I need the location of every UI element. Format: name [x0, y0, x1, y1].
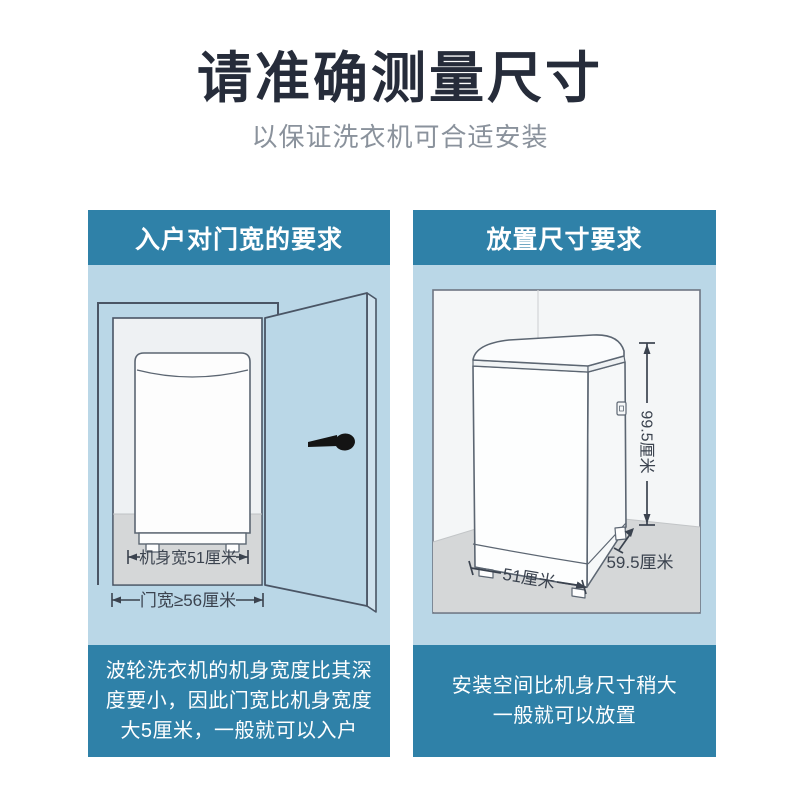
note-line: 度要小，因此门宽比机身宽度: [105, 690, 373, 712]
note-line: 一般就可以放置: [492, 705, 637, 727]
washer-side-valve-detail: [619, 405, 624, 412]
door-width-panel-title: 入户对门宽的要求: [88, 210, 390, 265]
note-line: 波轮洗衣机的机身宽度比其深: [105, 660, 373, 682]
door-face: [264, 292, 368, 607]
door-handle-knob: [335, 433, 355, 451]
washer-lid-seam: [136, 369, 249, 378]
washer-foot-right: [225, 543, 240, 553]
door-frame-outer: [97, 302, 279, 585]
washer-foot-left: [145, 543, 160, 553]
washer-foot-rear-right: [614, 526, 627, 541]
door-width-illustration: 机身宽51厘米 门宽≥56厘米: [88, 265, 390, 645]
washer-side-valve: [616, 401, 627, 416]
door-width-panel: 入户对门宽的要求: [88, 210, 390, 757]
door-handle-lever: [308, 435, 338, 447]
note-line: 安装空间比机身尺寸稍大: [451, 675, 678, 697]
placement-illustration: 99.5厘米 51厘米 59.5厘米: [413, 265, 716, 645]
washer-pedestal-seam-front: [472, 543, 589, 565]
machine-width-dimension: 机身宽51厘米: [127, 549, 249, 567]
page-title: 请准确测量尺寸: [196, 47, 603, 109]
door-width-note: 波轮洗衣机的机身宽度比其深 度要小，因此门宽比机身宽度 大5厘米，一般就可以入户: [88, 645, 390, 757]
depth-dimension: 59.5厘米: [606, 528, 674, 572]
note-line: 大5厘米，一般就可以入户: [120, 720, 358, 742]
washer-front-icon: [134, 352, 251, 553]
door-width-dimension: 门宽≥56厘米: [111, 591, 264, 610]
washer-foot-front-right: [571, 587, 586, 599]
page-subtitle: 以保证洗衣机可合适安装: [251, 122, 549, 152]
door-edge: [366, 292, 377, 613]
washer-lid-top: [472, 334, 625, 367]
washer-pedestal: [138, 532, 247, 545]
open-door-icon: [264, 292, 377, 613]
door-width-label: 门宽≥56厘米: [140, 591, 236, 610]
placement-size-panel-title: 放置尺寸要求: [413, 210, 716, 265]
door-diagram-icon: 机身宽51厘米 门宽≥56厘米: [88, 265, 390, 645]
washer-body: [134, 352, 251, 534]
height-dimension: 99.5厘米: [638, 342, 656, 526]
height-label: 99.5厘米: [638, 410, 656, 473]
placement-size-panel: 放置尺寸要求: [413, 210, 716, 757]
machine-width-label: 机身宽51厘米: [139, 549, 237, 567]
washer-3d-icon: [472, 334, 627, 599]
placement-diagram-icon: 99.5厘米 51厘米 59.5厘米: [413, 265, 716, 645]
depth-label: 59.5厘米: [606, 553, 673, 572]
placement-note: 安装空间比机身尺寸稍大 一般就可以放置: [413, 645, 716, 757]
